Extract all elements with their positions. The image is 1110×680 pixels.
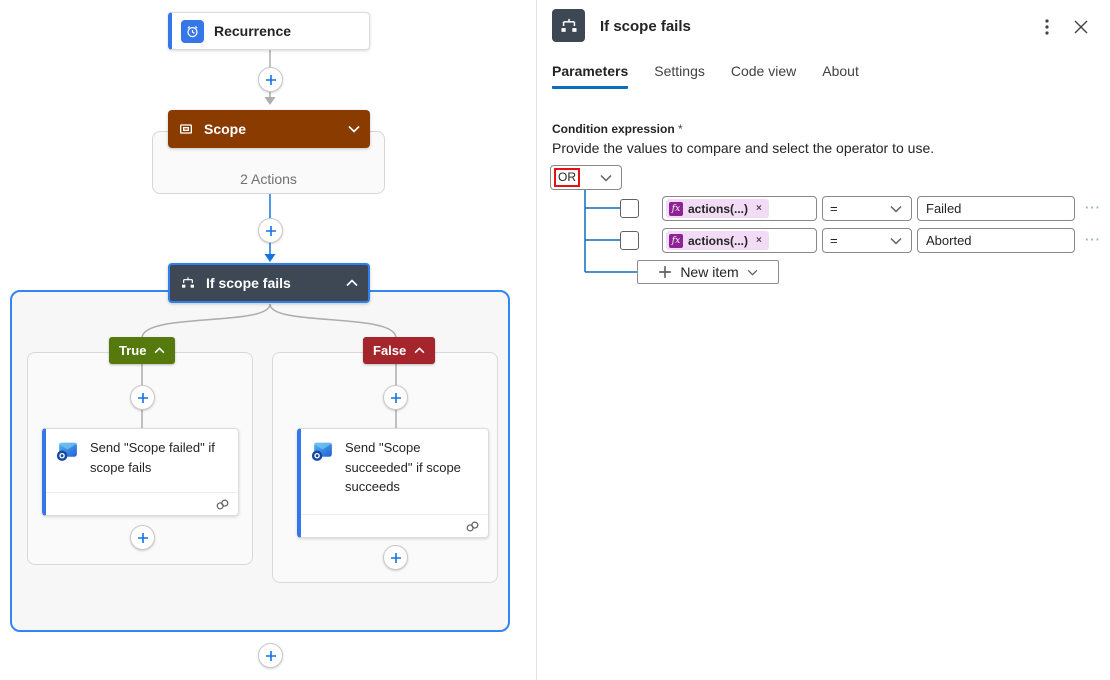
panel-title: If scope fails — [600, 18, 691, 35]
plus-icon — [265, 225, 276, 236]
panel-tabs: Parameters Settings Code view About — [552, 63, 859, 89]
insert-action-button[interactable] — [258, 218, 283, 243]
insert-action-button[interactable] — [258, 643, 283, 668]
new-item-chevron-icon — [747, 269, 758, 276]
value-input[interactable] — [917, 196, 1075, 221]
condition-tree-connectors — [584, 190, 637, 273]
action-title: Send "Scope succeeded" if scope succeeds — [345, 440, 461, 494]
outlook-icon — [56, 442, 77, 461]
operator-dropdown[interactable]: = — [822, 228, 912, 253]
dropdown-chevron-icon — [890, 237, 902, 245]
plus-icon — [137, 392, 148, 403]
true-badge-label: True — [119, 343, 147, 358]
value-input[interactable] — [917, 228, 1075, 253]
scope-icon — [180, 124, 192, 134]
operand-field[interactable]: fx actions(...) × — [662, 228, 817, 253]
plus-icon — [265, 74, 276, 85]
token-label: actions(...) — [688, 201, 749, 216]
dropdown-chevron-icon — [890, 205, 902, 213]
plus-icon — [265, 650, 276, 661]
insert-action-button[interactable] — [130, 525, 155, 550]
operator-value: = — [830, 201, 838, 216]
condition-node-label: If scope fails — [206, 275, 291, 291]
condition-row-checkbox[interactable] — [620, 199, 639, 218]
new-item-button[interactable]: New item — [637, 260, 779, 284]
condition-row-checkbox[interactable] — [620, 231, 639, 250]
true-branch-badge[interactable]: True — [109, 337, 176, 364]
scope-label: Scope — [204, 121, 247, 137]
token-label: actions(...) — [688, 233, 749, 248]
required-asterisk: * — [678, 122, 683, 136]
new-item-label: New item — [680, 264, 739, 280]
true-collapse-chevron-icon — [155, 347, 165, 354]
operator-dropdown[interactable]: = — [822, 196, 912, 221]
tab-about[interactable]: About — [822, 63, 859, 79]
token-remove-icon[interactable]: × — [756, 203, 762, 214]
kebab-icon — [1045, 19, 1049, 35]
condition-panel-icon — [552, 9, 585, 42]
insert-action-button[interactable] — [383, 385, 408, 410]
condition-icon — [182, 277, 194, 288]
insert-action-button[interactable] — [130, 385, 155, 410]
recurrence-node[interactable]: Recurrence — [168, 12, 370, 50]
more-actions-button[interactable] — [1034, 14, 1060, 40]
condition-help-text: Provide the values to compare and select… — [552, 140, 935, 156]
row-menu-button[interactable]: ··· — [1085, 200, 1101, 215]
action-card-send-scope-succeeded[interactable]: Send "Scope succeeded" if scope succeeds — [297, 428, 489, 538]
close-panel-button[interactable] — [1068, 14, 1094, 40]
tab-parameters[interactable]: Parameters — [552, 63, 629, 89]
connection-link-icon[interactable] — [465, 520, 480, 533]
scope-node[interactable]: Scope — [168, 110, 370, 148]
false-branch-badge[interactable]: False — [363, 337, 436, 364]
tab-code-view[interactable]: Code view — [730, 63, 797, 79]
operand-field[interactable]: fx actions(...) × — [662, 196, 817, 221]
action-title: Send "Scope failed" if scope fails — [90, 440, 215, 475]
group-operator-dropdown[interactable]: OR — [550, 165, 622, 190]
false-collapse-chevron-icon — [414, 347, 425, 354]
recurrence-clock-icon — [181, 19, 204, 43]
plus-icon — [390, 392, 401, 403]
scope-collapse-chevron-icon[interactable] — [348, 125, 360, 133]
plus-icon — [137, 532, 148, 543]
insert-action-button[interactable] — [258, 67, 283, 92]
fx-icon: fx — [669, 201, 683, 216]
scope-actions-count: 2 Actions — [240, 171, 297, 187]
outlook-icon — [311, 442, 332, 461]
fx-icon: fx — [669, 233, 683, 248]
recurrence-label: Recurrence — [214, 23, 292, 39]
operator-value: = — [830, 233, 838, 248]
dropdown-chevron-icon — [600, 174, 612, 182]
condition-node[interactable]: If scope fails — [168, 263, 370, 303]
false-badge-label: False — [373, 343, 407, 358]
connection-link-icon[interactable] — [215, 498, 230, 511]
action-details-panel: If scope fails Parameters Settings Code … — [537, 0, 1110, 680]
close-icon — [1074, 20, 1088, 34]
fx-token[interactable]: fx actions(...) × — [666, 199, 769, 218]
action-card-send-scope-failed[interactable]: Send "Scope failed" if scope fails — [42, 428, 239, 516]
flow-canvas[interactable]: Recurrence 2 Actions Scope If scope fail… — [0, 0, 537, 680]
tab-settings[interactable]: Settings — [654, 63, 705, 79]
token-remove-icon[interactable]: × — [756, 235, 762, 246]
condition-collapse-chevron-icon[interactable] — [346, 279, 358, 287]
fx-token[interactable]: fx actions(...) × — [666, 231, 769, 250]
group-operator-value: OR — [554, 168, 580, 187]
plus-icon — [659, 266, 672, 278]
condition-expression-label: Condition expression * — [552, 122, 683, 136]
plus-icon — [390, 552, 401, 563]
insert-action-button[interactable] — [383, 545, 408, 570]
row-menu-button[interactable]: ··· — [1085, 232, 1101, 247]
